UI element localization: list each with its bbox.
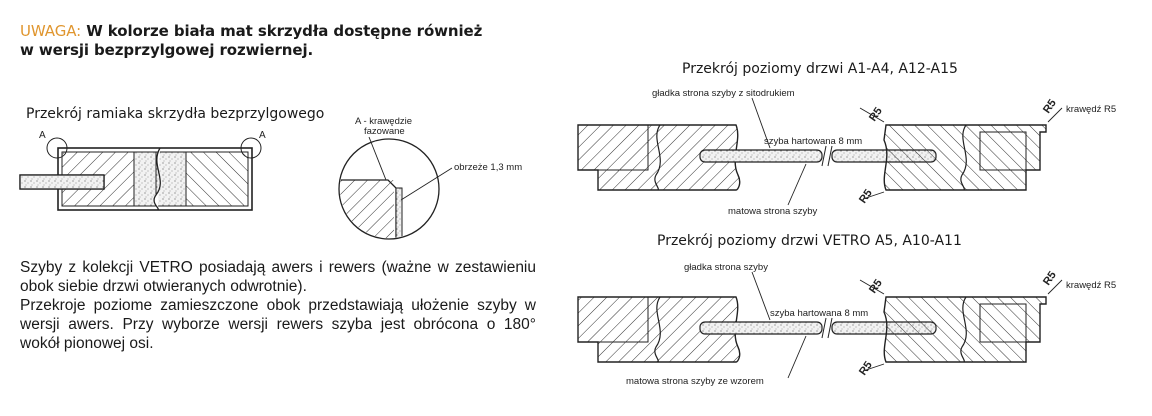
marker-a-left: A (39, 130, 46, 141)
section1-drawing (577, 97, 1063, 206)
section1-bottom-label: matowa strona szyby (728, 206, 817, 217)
section2-r5-top-b: R5 (1041, 269, 1059, 287)
section1-top-label: gładka strona szyby z sitodrukiem (652, 88, 795, 99)
section1-title: Przekrój poziomy drzwi A1-A4, A12-A15 (682, 61, 958, 77)
body-paragraph-2: Przekroje poziome zamieszczone obok prze… (20, 297, 536, 352)
left-diagram-title: Przekrój ramiaka skrzydła bezprzylgowego (26, 106, 325, 122)
section1-r5-bottom: R5 (857, 187, 875, 205)
notice-line2: w wersji bezprzylgowej rozwiernej. (20, 41, 314, 59)
detail-label-line1: A - krawędzie (355, 116, 412, 127)
section2-r5-bottom: R5 (857, 359, 875, 377)
body-text: Szyby z kolekcji VETRO posiadają awers i… (20, 258, 536, 353)
section2-top-label: gładka strona szyby (684, 262, 768, 273)
section2-edge-label: krawędź R5 (1066, 280, 1116, 291)
frame-cross-section (19, 137, 262, 211)
marker-a-right: A (259, 130, 266, 141)
section2-bottom-label: matowa strona szyby ze wzorem (626, 376, 764, 387)
section2-glass-label: szyba hartowana 8 mm (770, 308, 868, 319)
section2-drawing (577, 271, 1063, 379)
edge-detail (338, 136, 453, 240)
notice-prefix: UWAGA: (20, 22, 82, 40)
section1-r5-top-b: R5 (1041, 97, 1059, 115)
edge-thickness-label: obrzeże 1,3 mm (454, 162, 522, 173)
section2-title: Przekrój poziomy drzwi VETRO A5, A10-A11 (657, 233, 962, 249)
notice-line1: W kolorze biała mat skrzydła dostępne ró… (81, 22, 483, 40)
notice: UWAGA: W kolorze biała mat skrzydła dost… (20, 22, 482, 60)
body-paragraph-1: Szyby z kolekcji VETRO posiadają awers i… (20, 259, 536, 295)
detail-label-line2: fazowane (364, 126, 405, 137)
section1-glass-label: szyba hartowana 8 mm (764, 136, 862, 147)
section1-edge-label: krawędź R5 (1066, 104, 1116, 115)
